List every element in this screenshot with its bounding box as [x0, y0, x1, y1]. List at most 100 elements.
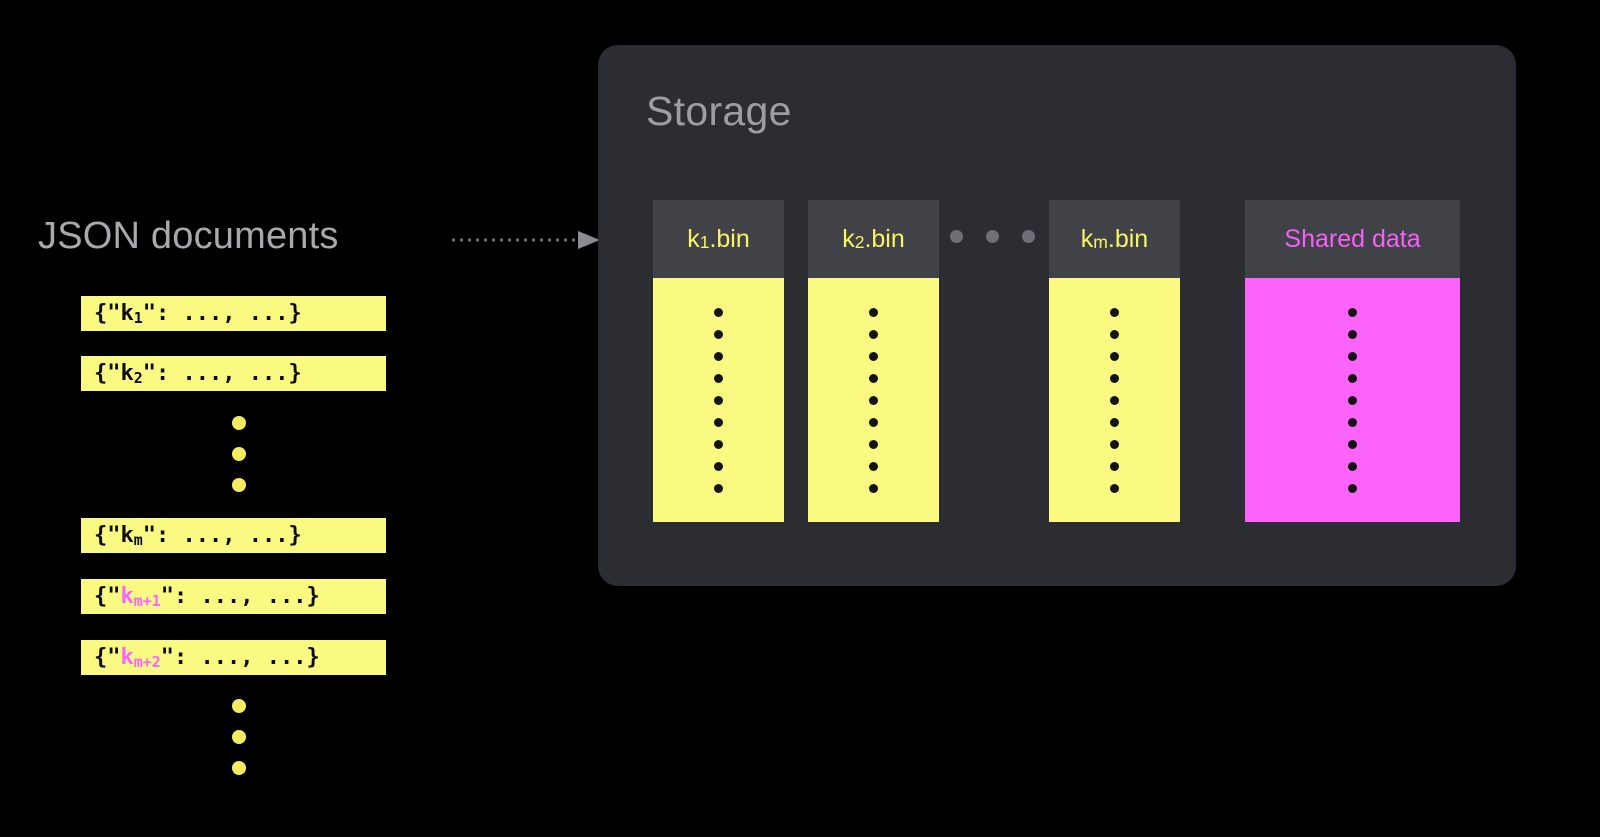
- ellipsis-dot: [232, 730, 246, 744]
- record-dot: [869, 417, 878, 427]
- record-dot: [869, 307, 878, 317]
- doc-suffix: ": ..., ...}: [160, 584, 320, 609]
- bins-ellipsis-dot: [950, 230, 963, 243]
- doc-prefix: {": [94, 584, 121, 609]
- record-dot: [1348, 439, 1357, 449]
- bin-k2-body: [808, 278, 939, 522]
- record-dot: [1348, 329, 1357, 339]
- record-dot: [1348, 351, 1357, 361]
- record-dot: [714, 483, 723, 493]
- bins-ellipsis: [950, 230, 1035, 243]
- doc-k2: {"k2": ..., ...}: [81, 356, 386, 391]
- doc-prefix: {": [94, 361, 121, 386]
- doc-key: km+1: [120, 584, 161, 611]
- arrow-head: [578, 231, 600, 249]
- record-dot: [869, 483, 878, 493]
- bins-ellipsis-dot: [1022, 230, 1035, 243]
- bin-k2-label-subscript: 2: [854, 232, 865, 252]
- doc-key: k2: [120, 361, 143, 388]
- doc-suffix: ": ..., ...}: [142, 361, 302, 386]
- record-dot: [1110, 483, 1119, 493]
- record-dot: [1110, 417, 1119, 427]
- doc-km1: {"km+1": ..., ...}: [81, 579, 386, 614]
- doc-suffix: ": ..., ...}: [142, 301, 302, 326]
- record-dot: [714, 395, 723, 405]
- documents-ellipsis-upper: [232, 416, 246, 492]
- bin-k2-label: k: [842, 224, 855, 253]
- record-dot: [714, 417, 723, 427]
- bin-shared-data-label: Shared data: [1284, 224, 1421, 253]
- doc-key: k1: [120, 301, 143, 328]
- record-dot: [1110, 307, 1119, 317]
- bins-ellipsis-dot: [986, 230, 999, 243]
- documents-ellipsis-lower: [232, 699, 246, 775]
- doc-k1: {"k1": ..., ...}: [81, 296, 386, 331]
- record-dot: [714, 373, 723, 383]
- record-dot: [714, 461, 723, 471]
- bin-shared-data-body: [1245, 278, 1460, 522]
- record-dot: [1348, 417, 1357, 427]
- json-documents-label: JSON documents: [38, 215, 339, 257]
- doc-key-subscript: m: [133, 531, 143, 550]
- doc-key: km+2: [120, 645, 161, 672]
- bin-k1-label-suffix: .bin: [709, 224, 750, 253]
- record-dot: [1110, 329, 1119, 339]
- bin-k1-label: k: [687, 224, 700, 253]
- record-dot: [1110, 395, 1119, 405]
- record-dot: [714, 329, 723, 339]
- record-dot: [714, 351, 723, 361]
- record-dot: [1110, 351, 1119, 361]
- record-dot: [1348, 395, 1357, 405]
- ellipsis-dot: [232, 416, 246, 430]
- doc-key-subscript: m+1: [133, 592, 161, 611]
- record-dot: [1110, 439, 1119, 449]
- doc-suffix: ": ..., ...}: [142, 523, 302, 548]
- storage-title: Storage: [646, 88, 792, 134]
- ellipsis-dot: [232, 478, 246, 492]
- bin-km-label-suffix: .bin: [1107, 224, 1149, 253]
- record-dot: [869, 373, 878, 383]
- bin-k1-body: [653, 278, 784, 522]
- record-dot: [1110, 373, 1119, 383]
- ellipsis-dot: [232, 447, 246, 461]
- ellipsis-dot: [232, 699, 246, 713]
- doc-key-subscript: m+2: [133, 653, 161, 672]
- json-documents-region: JSON documents {"k1": ..., ...}{"k2": ..…: [0, 0, 600, 837]
- record-dot: [1348, 461, 1357, 471]
- ellipsis-dot: [232, 761, 246, 775]
- doc-km2: {"km+2": ..., ...}: [81, 640, 386, 675]
- record-dot: [1348, 483, 1357, 493]
- bin-k1-label-subscript: 1: [699, 232, 710, 252]
- record-dot: [1348, 307, 1357, 317]
- record-dot: [869, 351, 878, 361]
- doc-km: {"km": ..., ...}: [81, 518, 386, 553]
- record-dot: [869, 395, 878, 405]
- bin-shared-data-header: Shared data: [1245, 200, 1460, 278]
- doc-suffix: ": ..., ...}: [160, 645, 320, 670]
- doc-prefix: {": [94, 645, 121, 670]
- doc-key-subscript: 2: [133, 369, 143, 388]
- record-dot: [869, 439, 878, 449]
- doc-prefix: {": [94, 301, 121, 326]
- bin-km-body: [1049, 278, 1180, 522]
- record-dot: [1348, 373, 1357, 383]
- record-dot: [869, 461, 878, 471]
- doc-key-subscript: 1: [133, 309, 143, 328]
- bin-shared-data[interactable]: Shared data: [1245, 200, 1460, 522]
- record-dot: [869, 329, 878, 339]
- doc-prefix: {": [94, 523, 121, 548]
- flow-arrow-icon: [452, 231, 600, 249]
- bin-k2-label-suffix: .bin: [864, 224, 905, 253]
- record-dot: [714, 439, 723, 449]
- bin-km-label: k: [1080, 224, 1094, 253]
- bin-km-label-subscript: m: [1093, 232, 1108, 252]
- record-dot: [1110, 461, 1119, 471]
- record-dot: [714, 307, 723, 317]
